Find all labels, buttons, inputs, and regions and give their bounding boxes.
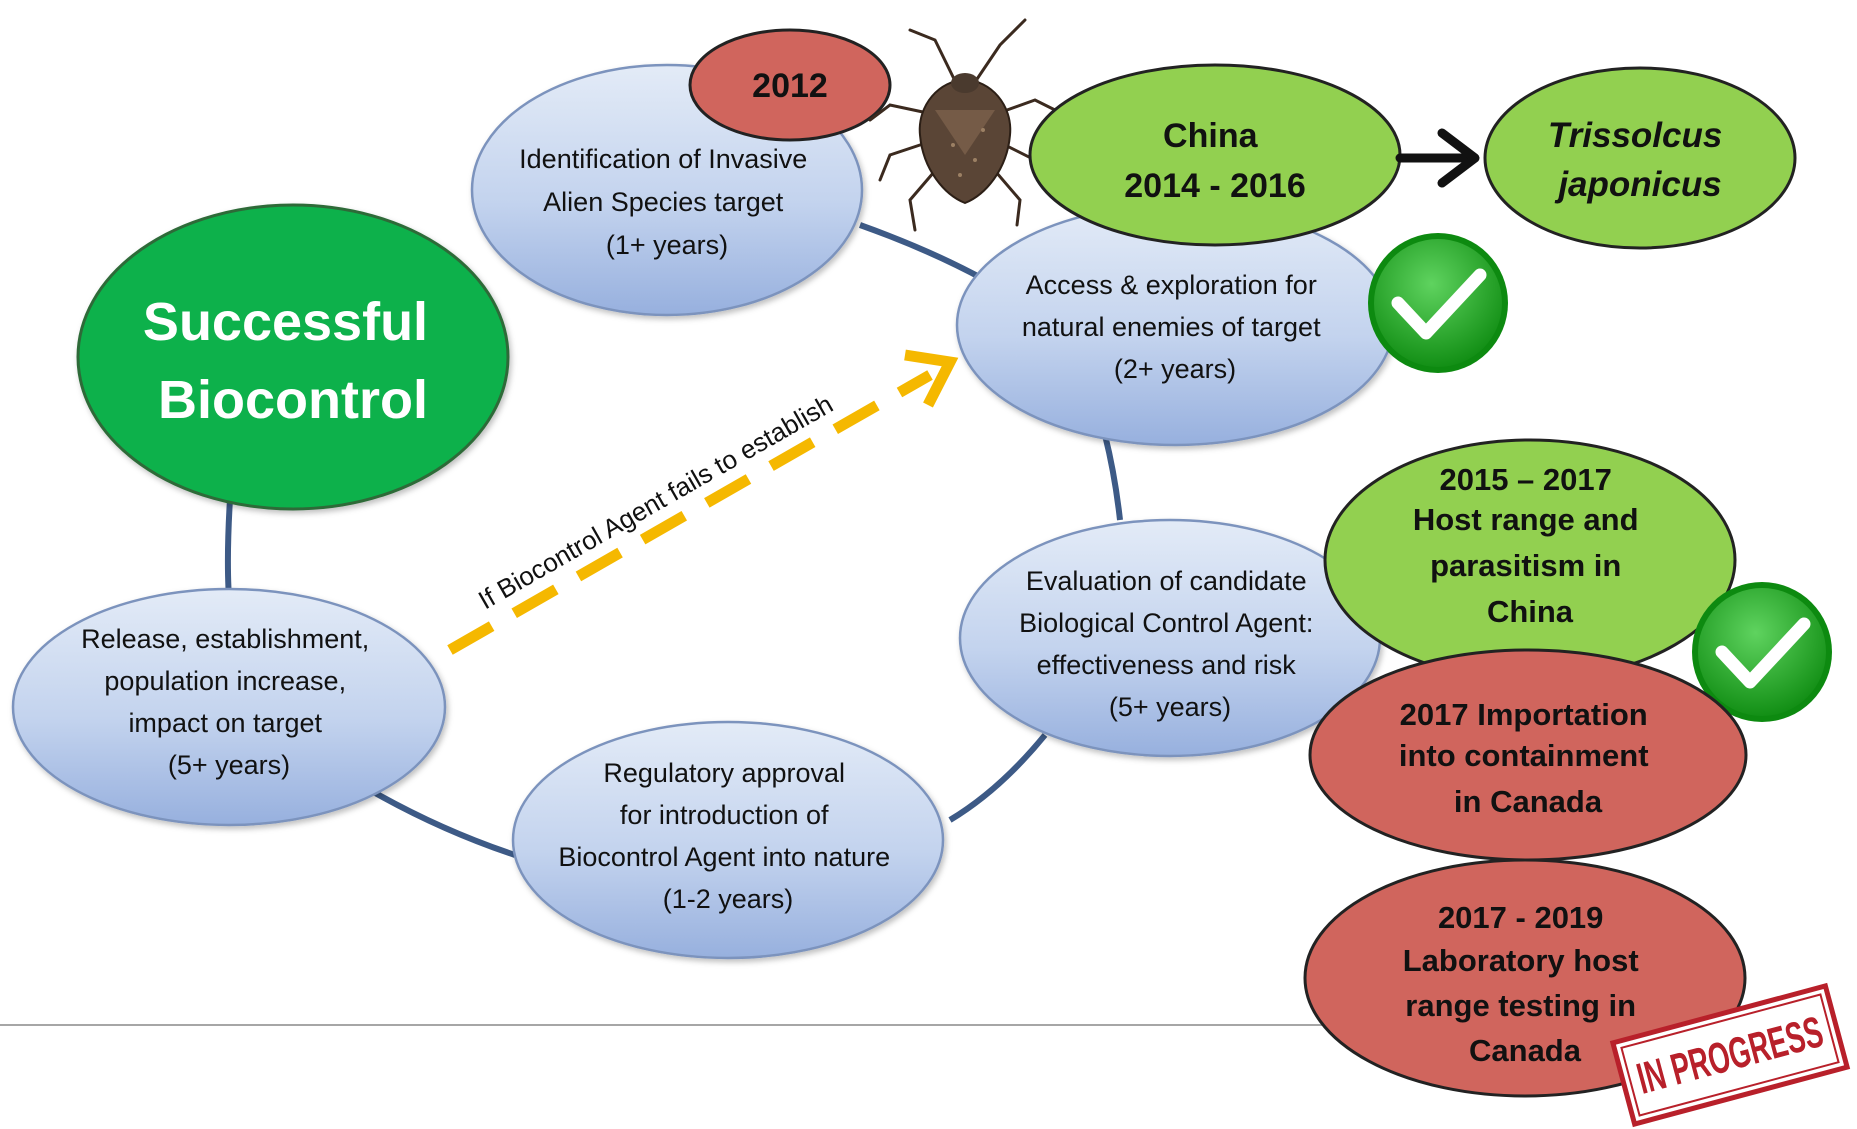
milestone-agent: Trissolcus japonicus [1483,66,1797,250]
host-range-china-line-1: 2015 – 2017 [1439,462,1611,497]
feedback-arrow-label: If Biocontrol Agent fails to establish [473,389,838,615]
access-line-1: Access & exploration for [1026,270,1317,300]
china-line-1: China [1163,117,1259,155]
china-line-2: 2014 - 2016 [1124,167,1306,205]
importation-line-3: in Canada [1454,784,1603,819]
release-line-4: (5+ years) [168,750,290,780]
identification-line-2: Alien Species target [543,187,784,217]
evaluation-line-1: Evaluation of candidate [1026,566,1307,596]
stink-bug-icon [868,18,1057,232]
svg-text:China 2014 - 2016: China 2014 - 2016 [1124,117,1306,205]
lab-testing-line-3: range testing in [1405,988,1636,1023]
regulatory-line-4: (1-2 years) [663,884,794,914]
svg-text:Evaluation of candidate: Evaluation of candidate Biological Contr… [1019,566,1321,722]
milestone-host-range-china: 2015 – 2017 Host range and parasitism in… [1323,438,1737,682]
release-line-2: population increase, [104,666,346,696]
cycle-step-evaluation: Evaluation of candidate Biological Contr… [958,518,1382,758]
identification-line-1: Identification of Invasive [519,144,807,174]
release-line-3: impact on target [128,708,322,738]
checkmark-icon [1368,233,1508,373]
lab-testing-line-4: Canada [1469,1033,1582,1068]
svg-text:2015 – 2017 Host range a: 2015 – 2017 Host range and parasitism in… [1413,462,1647,629]
milestone-2012-label: 2012 [752,67,828,105]
access-line-3: (2+ years) [1114,354,1236,384]
importation-line-2: into containment [1399,738,1649,773]
svg-text:Successful Biocontrol: Successful Biocontrol [143,292,443,430]
importation-line-1: 2017 Importation [1400,697,1648,732]
lab-testing-line-1: 2017 - 2019 [1438,900,1603,935]
agent-line-2: japonicus [1554,165,1721,204]
cycle-step-release: Release, establishment, population incre… [11,587,447,827]
identification-line-3: (1+ years) [606,230,728,260]
feedback-arrowhead [904,349,959,408]
svg-text:Access & exploration for: Access & exploration for natural enemies… [1022,270,1328,384]
milestone-2012: 2012 [688,28,892,142]
host-range-china-line-4: China [1487,594,1574,629]
regulatory-line-2: for introduction of [620,800,829,830]
outcome-line-2: Biocontrol [158,370,428,430]
connector-identification-access [858,222,987,283]
svg-text:Regulatory approval for: Regulatory approval for introduction of … [558,758,897,914]
checkmark-icon [1692,582,1832,722]
access-line-2: natural enemies of target [1022,312,1321,342]
milestone-importation: 2017 Importation into containment in Can… [1308,648,1748,862]
milestone-china: China 2014 - 2016 [1028,63,1402,247]
feedback-arrow: If Biocontrol Agent fails to establish [447,349,959,655]
svg-text:Trissolcus japonicus: Trissolcus japonicus [1548,116,1732,204]
svg-text:Release, establishment,: Release, establishment, population incre… [81,624,377,780]
connector-regulatory-release [368,787,516,858]
host-range-china-line-3: parasitism in [1430,548,1621,583]
evaluation-line-3: effectiveness and risk [1037,650,1297,680]
cycle-step-regulatory: Regulatory approval for introduction of … [511,720,945,960]
outcome-successful-biocontrol: Successful Biocontrol [76,203,510,511]
agent-line-1: Trissolcus [1548,116,1722,155]
regulatory-line-3: Biocontrol Agent into nature [558,842,890,872]
regulatory-line-1: Regulatory approval [603,758,845,788]
lab-testing-line-2: Laboratory host [1403,943,1639,978]
connector-access-evaluation [1102,434,1123,521]
svg-text:Identification of Invasive: Identification of Invasive Alien Species… [519,144,815,260]
host-range-china-line-2: Host range and [1413,502,1639,537]
arrow-right-icon [1395,128,1480,188]
svg-text:2017 Importation into co: 2017 Importation into containment in Can… [1399,697,1657,819]
connector-evaluation-regulatory [948,733,1048,823]
outcome-line-1: Successful [143,292,428,352]
release-line-1: Release, establishment, [81,624,369,654]
evaluation-line-2: Biological Control Agent: [1019,608,1313,638]
svg-text:2017 - 2019 Laboratory h: 2017 - 2019 Laboratory host range testin… [1403,900,1648,1068]
evaluation-line-4: (5+ years) [1109,692,1231,722]
